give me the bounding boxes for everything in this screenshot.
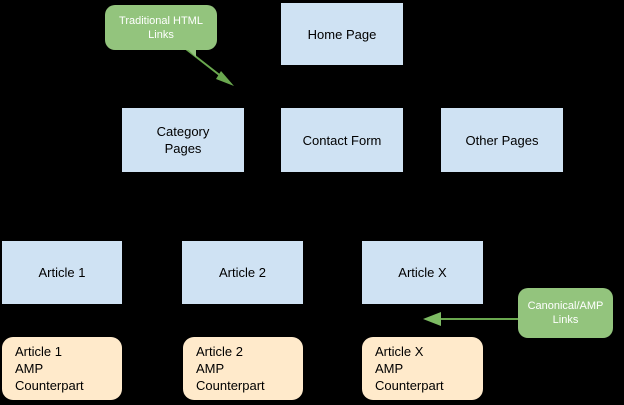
node-article-x-amp-counterpart[interactable]: Article X AMP Counterpart <box>362 337 483 400</box>
callout-canonical-amp-links[interactable]: Canonical/AMP Links <box>518 288 613 338</box>
node-contact-form[interactable]: Contact Form <box>281 108 403 172</box>
node-article-2-amp-counterpart[interactable]: Article 2 AMP Counterpart <box>183 337 303 400</box>
node-article-x-label: Article X <box>398 265 447 280</box>
node-contact-form-label: Contact Form <box>302 132 382 148</box>
node-article-1-label: Article 1 <box>38 265 86 280</box>
node-article-1[interactable]: Article 1 <box>2 241 122 304</box>
node-home-page[interactable]: Home Page <box>281 3 403 65</box>
callout-canonical-amp-links-label: Canonical/AMP Links <box>527 300 604 326</box>
node-article-2-amp-counterpart-label: Article 2 AMP Counterpart <box>196 344 265 393</box>
callout-traditional-html-links-label: Traditional HTML Links <box>119 14 203 41</box>
node-home-page-label: Home Page <box>307 26 377 42</box>
node-article-2[interactable]: Article 2 <box>182 241 303 304</box>
callout-traditional-html-links[interactable]: Traditional HTML Links <box>105 5 217 50</box>
arrow-traditional-html-links <box>182 44 234 86</box>
node-category-pages-label: Category Pages <box>156 124 210 156</box>
node-article-1-amp-counterpart[interactable]: Article 1 AMP Counterpart <box>2 337 122 400</box>
node-other-pages[interactable]: Other Pages <box>441 108 563 172</box>
node-article-x[interactable]: Article X <box>362 241 483 304</box>
node-category-pages[interactable]: Category Pages <box>122 108 244 172</box>
node-article-x-amp-counterpart-label: Article X AMP Counterpart <box>375 344 444 393</box>
node-article-2-label: Article 2 <box>219 265 266 280</box>
node-other-pages-label: Other Pages <box>465 132 539 148</box>
node-article-1-amp-counterpart-label: Article 1 AMP Counterpart <box>15 344 84 393</box>
arrow-canonical-amp-links <box>423 312 518 326</box>
